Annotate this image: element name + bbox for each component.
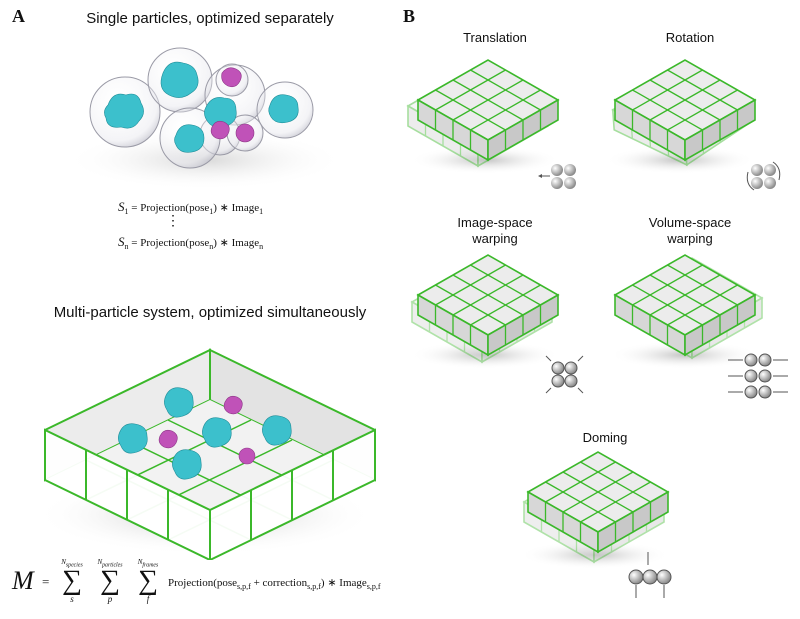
image-space-slab: [410, 254, 560, 369]
protein-cyan: [204, 97, 237, 128]
box-front-walls: [44, 428, 376, 560]
doming-slab: [520, 451, 670, 569]
volume-space-icon: [728, 353, 788, 399]
protein-magenta: [238, 447, 256, 465]
protein-magenta: [158, 429, 178, 449]
rotation-label: Rotation: [665, 30, 715, 45]
rotation-icon: [746, 161, 781, 191]
equation-equals: =: [42, 574, 50, 589]
translation-icon: [538, 164, 576, 189]
panel-a-label: A: [12, 6, 25, 26]
equation-ellipsis: ⋮: [166, 214, 180, 229]
protein-magenta: [235, 123, 255, 143]
protein-magenta: [221, 67, 242, 88]
sum-frames: Nframes ∑ f: [137, 558, 159, 605]
protein-magenta: [210, 120, 230, 140]
equation-sn: Sn = Projection(posen) ∗ Imagen: [118, 234, 264, 252]
equation-s1: S1 = Projection(pose1) ∗ Image1: [118, 199, 264, 217]
protein-cyan: [268, 94, 299, 124]
multi-particle-box: [35, 348, 376, 560]
equation-m-symbol: M: [12, 566, 34, 595]
protein-magenta: [223, 395, 243, 415]
protein-cyan: [160, 61, 199, 98]
panel-b-label: B: [403, 6, 416, 26]
single-particles-title: Single particles, optimized separately: [86, 10, 334, 27]
image-space-icon: [545, 355, 584, 394]
rotation-slab: [605, 59, 758, 174]
equation-body: Projection(poses,p,f + corrections,p,f) …: [168, 577, 381, 592]
sum-species: Nspecies ∑ s: [61, 558, 83, 605]
volume-space-slab: [610, 254, 763, 369]
protein-cyan: [262, 415, 292, 446]
translation-slab: [407, 59, 560, 174]
doming-icon: [628, 552, 672, 598]
panel-b-illustrations: [407, 59, 788, 598]
protein-cyan: [174, 124, 205, 153]
sum-particles: Nparticles ∑ p: [97, 558, 123, 605]
doming-label: Doming: [582, 430, 628, 445]
protein-cyan: [164, 387, 194, 418]
translation-label: Translation: [463, 30, 527, 45]
protein-cyan: [118, 423, 148, 454]
protein-cyan: [104, 93, 144, 129]
single-particle-bubbles: [65, 47, 345, 190]
protein-cyan: [172, 449, 202, 480]
protein-cyan: [202, 417, 232, 448]
multi-particle-title: Multi-particle system, optimized simulta…: [53, 304, 367, 321]
